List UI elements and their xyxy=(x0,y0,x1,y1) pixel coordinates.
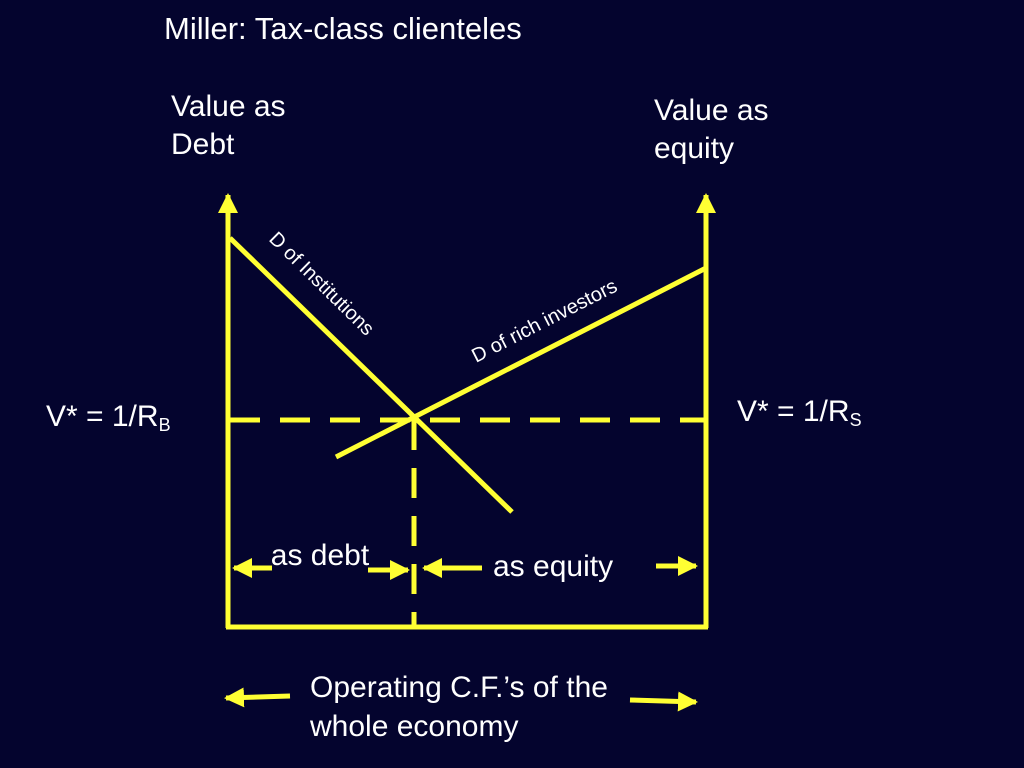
slide-title: Miller: Tax-class clienteles xyxy=(164,11,522,46)
equity-axis-label: Value as equity xyxy=(654,94,769,165)
rich-investors-demand-line xyxy=(334,265,708,460)
equilibrium-debt-prefix: V* = 1/R xyxy=(46,400,159,433)
equilibrium-equity-subscript: S xyxy=(849,410,862,430)
equilibrium-value-equity: V* = 1/RS xyxy=(737,393,862,431)
equity-region-label: as equity xyxy=(493,550,614,583)
economy-right-arrow xyxy=(629,691,698,712)
equilibrium-value-debt: V* = 1/RB xyxy=(46,398,171,436)
economy-left-arrow xyxy=(224,687,291,708)
economy-cash-flow-label: Operating C.F.’s of the whole economy xyxy=(310,671,608,743)
debt-axis-label: Value as Debt xyxy=(171,90,286,161)
institutions-demand-line xyxy=(228,236,514,514)
debt-region-label: as debt xyxy=(270,539,370,572)
equilibrium-equity-prefix: V* = 1/R xyxy=(737,395,850,428)
equilibrium-debt-subscript: B xyxy=(158,415,171,435)
